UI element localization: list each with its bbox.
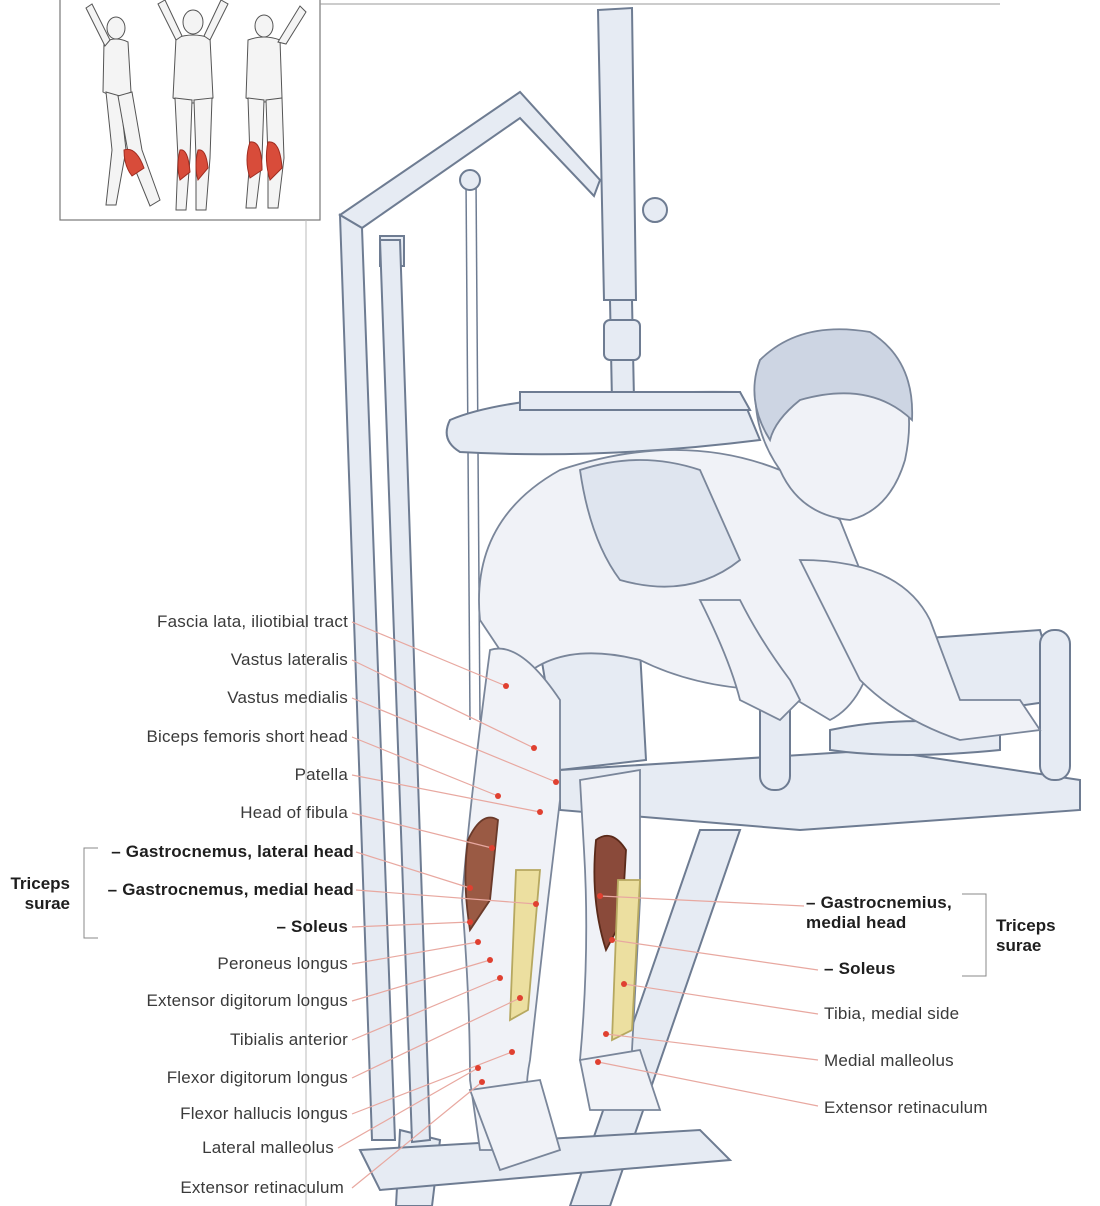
label-flexor-hallucis: Flexor hallucis longus (180, 1104, 348, 1124)
left-group-label: Triceps surae (8, 874, 70, 914)
label-gastrocnemus-lateral: – Gastrocnemus, lateral head (111, 842, 354, 862)
leader-dot (467, 885, 473, 891)
label-soleus-left: – Soleus (276, 917, 348, 937)
label-head-of-fibula: Head of fibula (240, 803, 348, 823)
label-gastrocnemius-medial-right-line2: medial head (806, 913, 952, 933)
leader-dot (621, 981, 627, 987)
label-peroneus-longus: Peroneus longus (217, 954, 348, 974)
leader-dot (537, 809, 543, 815)
right-group-bracket (962, 894, 986, 976)
leader-dot (489, 845, 495, 851)
label-biceps-femoris: Biceps femoris short head (146, 727, 348, 747)
label-tibialis-anterior: Tibialis anterior (230, 1030, 348, 1050)
leader-dot (475, 939, 481, 945)
label-lateral-malleolus: Lateral malleolus (202, 1138, 334, 1158)
leader-dot (595, 1059, 601, 1065)
leader-line (612, 940, 818, 970)
leader-dot (487, 957, 493, 963)
leader-dot (497, 975, 503, 981)
leader-dot (467, 919, 473, 925)
leader-dot (495, 793, 501, 799)
leader-dot (475, 1065, 481, 1071)
leader-dot (597, 893, 603, 899)
label-medial-malleolus: Medial malleolus (824, 1051, 954, 1071)
left-group-bracket (84, 848, 98, 938)
leader-dot (503, 683, 509, 689)
left-group-line1: Triceps (8, 874, 70, 894)
leader-dot (609, 937, 615, 943)
left-group-line2: surae (8, 894, 70, 914)
label-gastrocnemius-medial-right: – Gastrocnemius, medial head (806, 893, 952, 933)
label-gastrocnemius-medial-right-line1: – Gastrocnemius, (806, 893, 952, 913)
leader-dot (533, 901, 539, 907)
label-gastrocnemus-medial: – Gastrocnemus, medial head (108, 880, 354, 900)
leader-dot (517, 995, 523, 1001)
leader-dot (603, 1031, 609, 1037)
inset-muscle-map (60, 0, 320, 220)
leader-dot (509, 1049, 515, 1055)
label-flexor-digitorum: Flexor digitorum longus (167, 1068, 348, 1088)
right-group-line2: surae (996, 936, 1056, 956)
leader-dot (553, 779, 559, 785)
right-group-line1: Triceps (996, 916, 1056, 936)
label-extensor-retinaculum-right: Extensor retinaculum (824, 1098, 988, 1118)
label-soleus-right: – Soleus (824, 959, 896, 979)
right-group-label: Triceps surae (996, 916, 1056, 956)
label-vastus-medialis: Vastus medialis (227, 688, 348, 708)
label-extensor-retinaculum-left: Extensor retinaculum (180, 1178, 344, 1198)
label-extensor-digitorum: Extensor digitorum longus (146, 991, 348, 1011)
leader-dot (479, 1079, 485, 1085)
label-tibia-medial: Tibia, medial side (824, 1004, 959, 1024)
leader-dot (531, 745, 537, 751)
label-fascia-lata: Fascia lata, iliotibial tract (157, 612, 348, 632)
label-patella: Patella (295, 765, 348, 785)
label-vastus-lateralis: Vastus lateralis (231, 650, 348, 670)
